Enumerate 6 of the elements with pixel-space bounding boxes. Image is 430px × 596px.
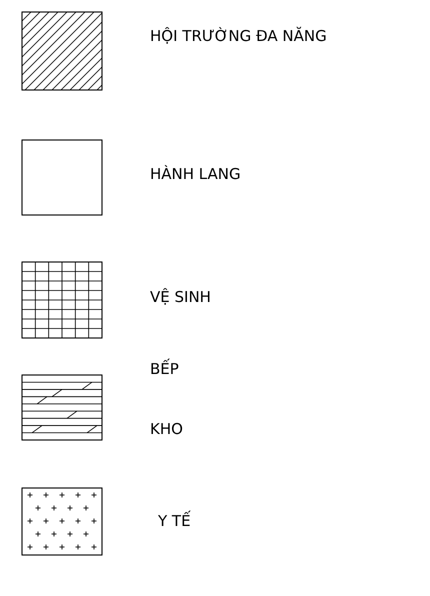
legend-label: Y TẾ (158, 512, 191, 530)
legend-label: BẾP (150, 360, 179, 378)
legend-label: VỆ SINH (150, 288, 211, 306)
legend-label: KHO (150, 420, 183, 438)
legend-label: HỘI TRƯỜNG ĐA NĂNG (150, 27, 327, 45)
legend-label: HÀNH LANG (150, 165, 241, 183)
